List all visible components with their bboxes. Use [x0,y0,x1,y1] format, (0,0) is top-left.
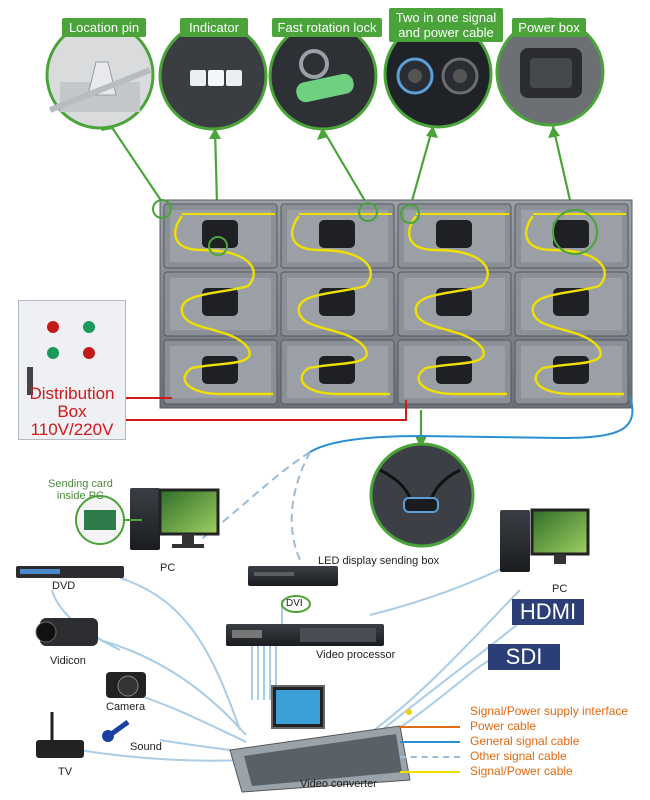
camera-label: Camera [106,701,146,713]
sending-box-label: LED display sending box [318,555,440,567]
video-processor [226,624,384,646]
green-button-icon [47,347,59,359]
microphone [102,719,130,742]
callout-label-rotation-lock: Fast rotation lock [272,18,382,37]
power-box-icon [319,220,355,248]
cabinet-grid [152,199,629,405]
callout-label-indicator: Indicator [180,18,248,37]
callout-connector [383,19,493,129]
dvi-marker [281,595,311,613]
callout-rotation-lock [268,21,378,131]
dvd-label: DVD [52,580,76,592]
led-sending-box [248,566,338,586]
sending-card-label: Sending card inside PC [48,478,113,502]
pc-right [500,508,590,572]
power-box-icon [202,220,238,248]
legend-item-other-signal: Other signal cable [400,749,628,764]
legend-dot-icon [400,706,460,718]
location-pin-marker [358,202,378,222]
power-box-icon [202,356,238,384]
legend-label: Signal/Power cable [470,764,573,778]
distribution-box [18,300,126,440]
legend-line-icon [400,766,460,778]
power-box-icon [436,288,472,316]
pc-right-label: PC [552,583,568,595]
vidicon [35,618,98,646]
tv-box [36,712,84,758]
power-box-icon [202,288,238,316]
callout-indicator [158,21,268,131]
signal-power-cable [290,215,390,396]
legend-label: Power cable [470,719,537,733]
camera [106,672,146,698]
vidicon-label: Vidicon [50,655,86,667]
legend: Signal/Power supply interface Power cabl… [400,704,628,779]
video-processor-label: Video processor [316,649,396,661]
distribution-box-title: Distribution [29,384,115,403]
other-signal-cable-2 [290,451,311,561]
red-button-icon [47,321,59,333]
pc-left [130,488,220,550]
signal-power-cable [407,215,507,396]
power-cables [126,397,407,421]
video-converter-label: Video converter [300,778,377,790]
legend-item-power: Power cable [400,719,628,734]
power-box-icon [319,288,355,316]
callout-connectors [106,119,577,448]
legend-item-interface: Signal/Power supply interface [400,704,628,719]
dvi-label: DVI [286,598,303,609]
power-box-icon [319,356,355,384]
callout-cable-connector [369,442,475,548]
dvd-player [16,566,124,578]
legend-label: Signal/Power supply interface [470,704,629,718]
power-box-icon [436,356,472,384]
legend-label: General signal cable [470,734,580,748]
led-cabinet-wall [152,199,633,409]
callout-location-pin [45,20,155,130]
power-box-icon [553,356,589,384]
tv-label: TV [58,766,73,778]
sending-card-detail [75,495,142,545]
red-button-icon [83,347,95,359]
video-converter [229,685,411,793]
legend-line-icon [400,721,460,733]
sound-label: Sound [130,741,162,753]
signal-power-cable [173,215,273,396]
signal-cable-wall [309,395,634,453]
legend-dashed-icon [400,751,460,763]
power-box-icon [553,288,589,316]
location-pin-marker [152,199,172,219]
legend-line-icon [400,736,460,748]
callout-label-connector: Two in one signal and power cable [389,8,503,42]
distribution-box-subtitle: Box [57,402,87,421]
distribution-box-voltage: 110V/220V [30,420,114,439]
pc-left-label: PC [160,562,176,574]
green-button-icon [83,321,95,333]
power-box-marker [552,209,598,255]
sdi-port-label: SDI [488,644,560,670]
hdmi-port-label: HDMI [512,599,584,625]
switch-icon [27,367,33,395]
power-box-icon [553,220,589,248]
power-box-icon [436,220,472,248]
callout-label-location-pin: Location pin [62,18,146,37]
signal-power-cable [524,215,624,396]
legend-item-signal-power: Signal/Power cable [400,764,628,779]
callout-label-power-box: Power box [512,18,586,37]
indicator-marker [208,236,228,256]
legend-item-general-signal: General signal cable [400,734,628,749]
legend-label: Other signal cable [470,749,567,763]
location-pin-marker [400,204,420,224]
